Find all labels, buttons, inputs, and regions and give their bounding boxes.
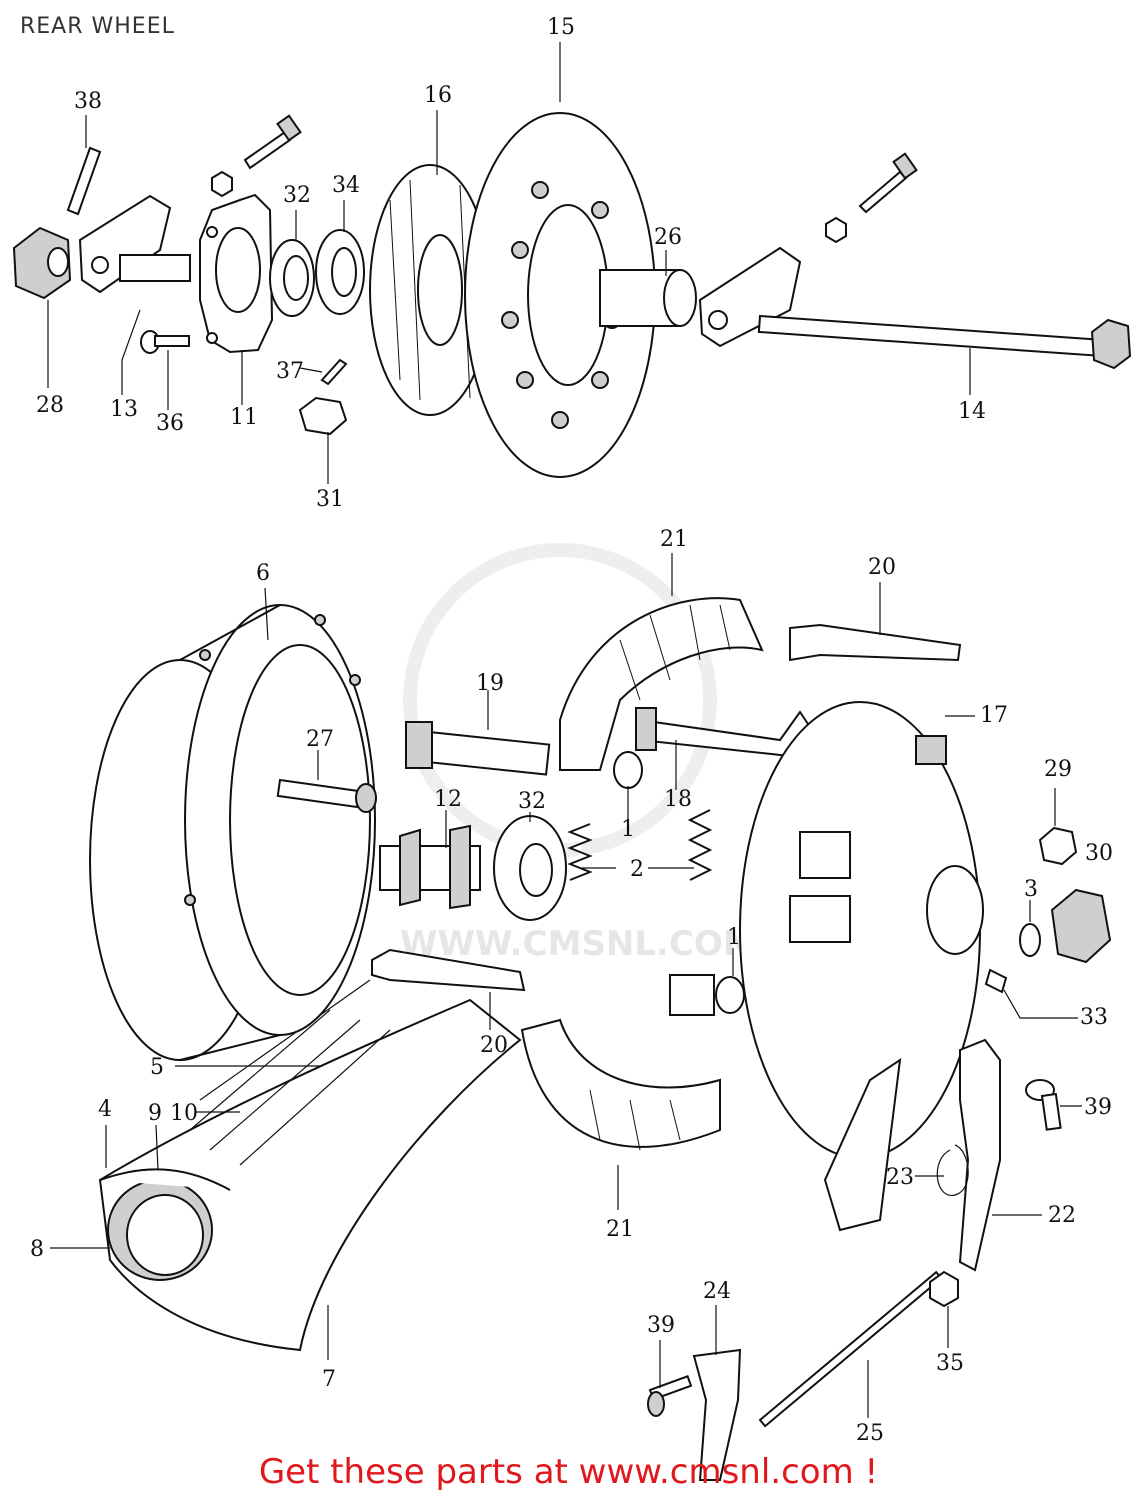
callout-39-lower: 39 [647, 1313, 675, 1338]
callout-15: 15 [547, 15, 575, 40]
axle-nut [12, 226, 72, 300]
bearing-34 [315, 229, 365, 315]
page-title: REAR WHEEL [20, 14, 175, 39]
watermark-text: WWW.CMSNL.COM [400, 924, 757, 964]
bolt-39-lower [647, 1375, 693, 1417]
rear-axle [757, 314, 1132, 370]
callout-29: 29 [1044, 757, 1072, 782]
callout-24: 24 [703, 1279, 731, 1304]
callout-16: 16 [424, 83, 452, 108]
callout-32-lower: 32 [518, 789, 546, 814]
spokes [189, 979, 391, 1166]
bolt-39-upper [1025, 1079, 1062, 1131]
screw-36 [140, 330, 190, 354]
brake-pivot-pin [405, 721, 551, 776]
bolt-top-left [211, 114, 302, 198]
rim-strip [99, 1168, 231, 1191]
tyre-and-tube [98, 998, 522, 1352]
callout-28: 28 [36, 393, 64, 418]
brake-cam-18 [635, 707, 810, 758]
callout-9: 9 [148, 1101, 162, 1126]
callout-5: 5 [150, 1055, 164, 1080]
bearing-upper-32 [269, 239, 315, 317]
wheel-assembly [89, 597, 1112, 1481]
brake-shoe-upper [559, 597, 764, 771]
brake-cam-lower [371, 948, 526, 992]
castle-nut-31 [298, 396, 348, 436]
callout-4: 4 [98, 1097, 112, 1122]
callout-1-lower: 1 [727, 925, 741, 950]
callout-2: 2 [630, 857, 644, 882]
brake-cam-upper [789, 623, 962, 662]
axle-collar [599, 269, 697, 327]
bolt-top-right [825, 152, 918, 244]
callout-8: 8 [30, 1237, 44, 1262]
grease-nipple-33 [984, 968, 1008, 994]
callout-34: 34 [332, 173, 360, 198]
callout-10: 10 [170, 1101, 198, 1126]
callout-22: 22 [1048, 1203, 1076, 1228]
hub-bolt [276, 778, 377, 813]
nut-29 [1038, 826, 1078, 866]
callout-1-upper: 1 [621, 817, 635, 842]
sprocket-hub-flange [199, 193, 274, 354]
callout-7: 7 [322, 1367, 336, 1392]
brake-rod [758, 1270, 943, 1428]
callout-20-lower: 20 [480, 1033, 508, 1058]
callout-38: 38 [74, 89, 102, 114]
callout-26: 26 [654, 225, 682, 250]
nut-30 [1050, 888, 1112, 964]
callout-12: 12 [434, 787, 462, 812]
callout-13: 13 [110, 397, 138, 422]
callout-36: 36 [156, 411, 184, 436]
distance-collar [379, 824, 481, 910]
callout-3: 3 [1024, 877, 1038, 902]
brake-lever [692, 1348, 742, 1481]
nut-35 [929, 1270, 959, 1308]
leader-lines [47, 42, 1082, 1418]
callout-37: 37 [276, 359, 304, 384]
callout-33: 33 [1080, 1005, 1108, 1030]
bearing-lower-32 [493, 815, 567, 921]
callout-19: 19 [476, 671, 504, 696]
callout-17: 17 [980, 703, 1008, 728]
brake-panel [739, 701, 984, 1232]
callout-labels: 38 16 15 32 34 26 28 13 36 11 37 31 14 6… [30, 15, 1113, 1446]
washer-upper [613, 751, 643, 789]
callout-6: 6 [256, 561, 270, 586]
callout-18: 18 [664, 787, 692, 812]
callout-31: 31 [316, 487, 344, 512]
cotter-pin-37 [320, 358, 348, 386]
callout-30: 30 [1085, 841, 1113, 866]
callout-21-upper: 21 [660, 527, 688, 552]
chain-adjuster-left [78, 194, 172, 294]
axle-assembly [12, 112, 1132, 478]
washer-lower [715, 976, 745, 1014]
callout-21-lower: 21 [606, 1217, 634, 1242]
callout-39-upper: 39 [1084, 1095, 1112, 1120]
rear-hub [89, 604, 376, 1061]
chain-adjuster-right [698, 246, 802, 348]
callout-35: 35 [936, 1351, 964, 1376]
cotter-pin [66, 146, 102, 216]
callout-25: 25 [856, 1421, 884, 1446]
callout-11: 11 [230, 405, 258, 430]
callout-32-upper: 32 [283, 183, 311, 208]
callout-23: 23 [886, 1165, 914, 1190]
callout-20-upper: 20 [868, 555, 896, 580]
callout-27: 27 [306, 727, 334, 752]
sprocket-damper-disc [369, 164, 491, 416]
brake-shoe-lower [520, 974, 721, 1151]
axle-spacer [119, 254, 191, 282]
rear-sprocket [464, 112, 656, 478]
washer-3 [1019, 923, 1041, 957]
shoe-springs [567, 809, 713, 881]
footer-link-text[interactable]: Get these parts at www.cmsnl.com ! [258, 1452, 879, 1492]
brake-arm [936, 1038, 1001, 1272]
callout-14: 14 [958, 399, 986, 424]
